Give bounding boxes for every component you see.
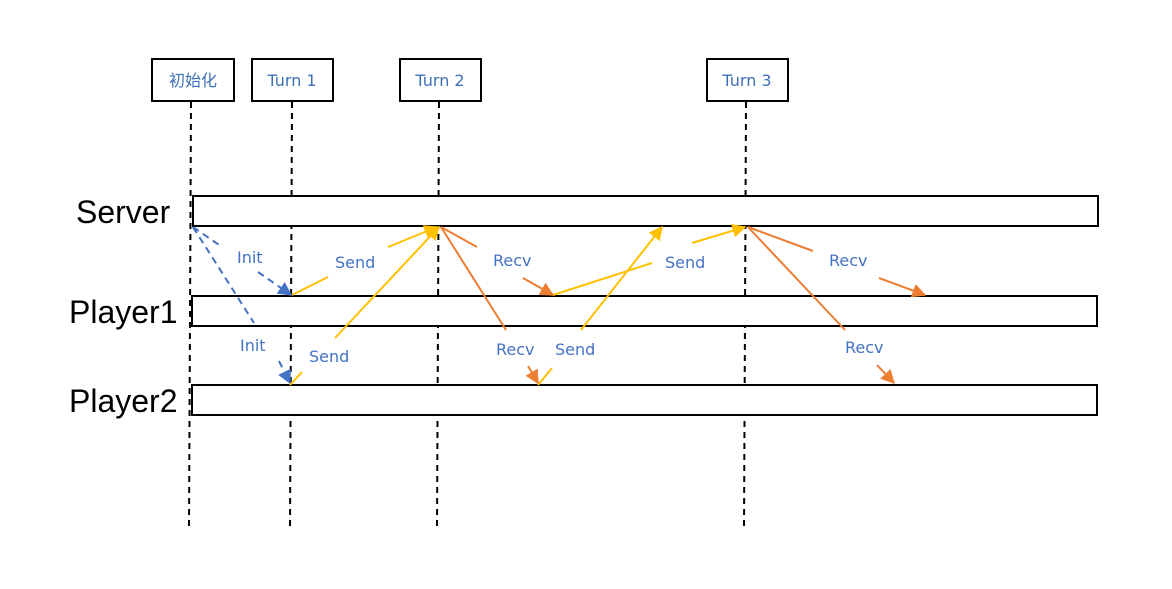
recv-arrow-t2-player2 — [440, 226, 538, 383]
recv-label-t3-player1: Recv — [829, 251, 868, 270]
recv-label-t2-player2: Recv — [496, 340, 535, 359]
init-arrow-player2 — [192, 226, 290, 383]
phase-header-turn1: Turn 1 — [251, 58, 334, 102]
send-arrow-t1-player2 — [289, 227, 439, 386]
lane-label-player1: Player1 — [69, 294, 178, 330]
recv-arrow-t3-player1 — [747, 226, 925, 295]
phase-line-init — [188, 101, 192, 531]
phase-label-turn2: Turn 2 — [414, 71, 464, 90]
phase-header-turn3: Turn 3 — [706, 58, 789, 102]
recv-label-t3-player2: Recv — [845, 338, 884, 357]
recv-arrows — [440, 226, 925, 383]
send-label-t2-player2: Send — [555, 340, 595, 359]
recv-arrow-t3-player2 — [747, 226, 894, 383]
send-label-t2-player1: Send — [665, 253, 705, 272]
init-label-player2: Init — [240, 336, 266, 355]
phase-header-turn2: Turn 2 — [399, 58, 482, 102]
lane-label-player2: Player2 — [69, 383, 178, 419]
phase-label-turn1: Turn 1 — [266, 71, 316, 90]
recv-arrow-t2-player1 — [440, 226, 553, 295]
phase-label-turn3: Turn 3 — [721, 71, 771, 90]
lane-bar-player2 — [191, 384, 1098, 416]
send-label-t1-player1: Send — [335, 253, 375, 272]
send-arrow-t2-player1 — [552, 227, 745, 296]
init-arrow-player1 — [192, 226, 291, 295]
send-label-t1-player2: Send — [309, 347, 349, 366]
recv-label-t2-player1: Recv — [493, 251, 532, 270]
phase-header-init: 初始化 — [151, 58, 235, 102]
lane-bar-server — [192, 195, 1099, 227]
init-arrows — [192, 226, 291, 383]
lane-label-server: Server — [76, 194, 171, 230]
lane-bar-player1 — [191, 295, 1098, 327]
init-label-player1: Init — [237, 248, 263, 267]
phase-label-init: 初始化 — [169, 71, 217, 90]
